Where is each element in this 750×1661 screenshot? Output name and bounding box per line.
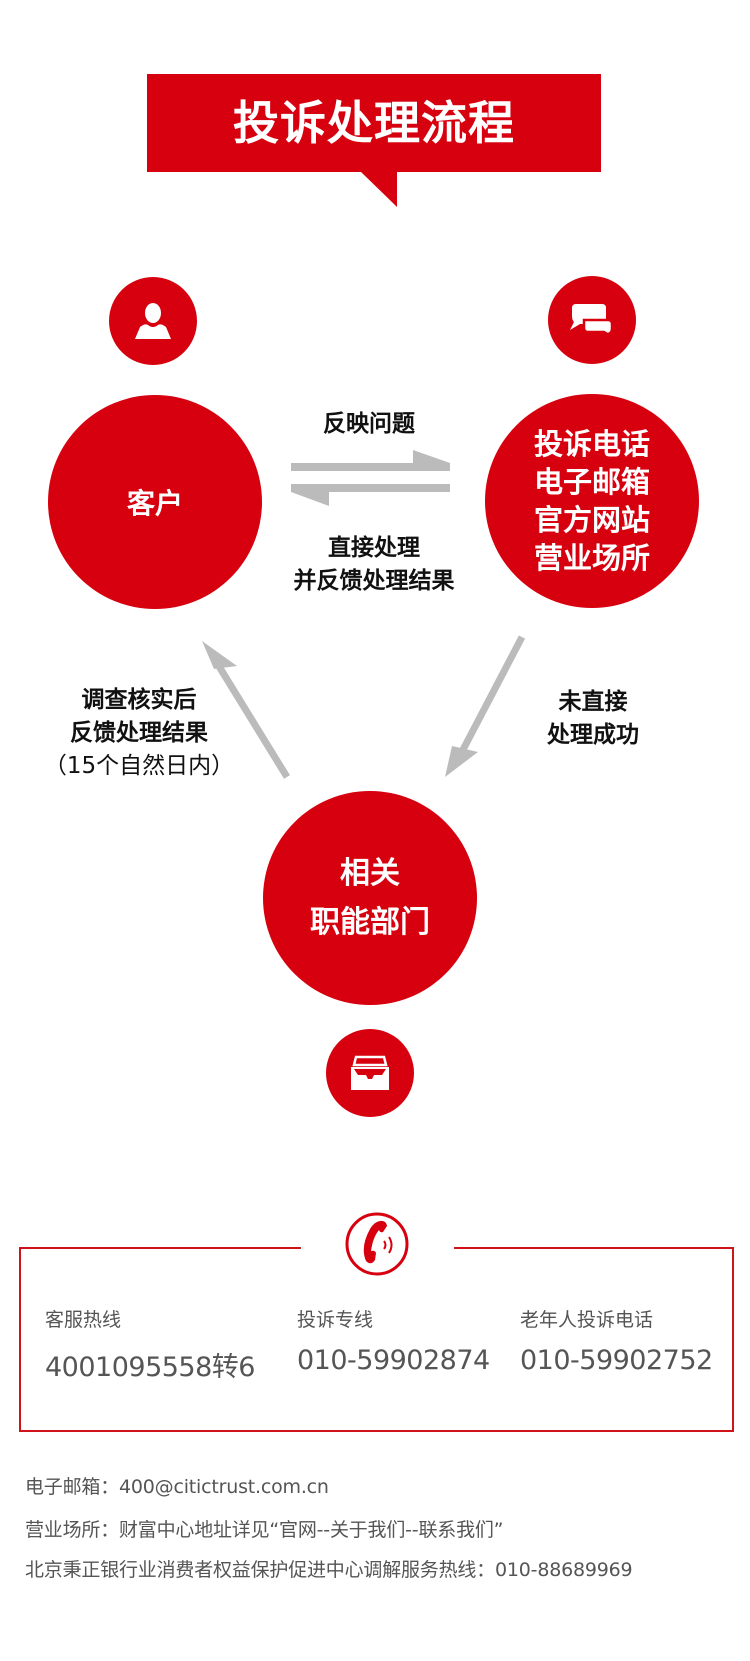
hotline-label: 投诉专线 (297, 1309, 374, 1331)
hotline-elderly: 老年人投诉电话 010-59902752 (520, 1305, 713, 1376)
hotline-number[interactable]: 010-59902874 (297, 1345, 490, 1376)
hotline-number[interactable]: 010-59902752 (520, 1345, 713, 1376)
channel-website: 官方网站 (533, 503, 650, 537)
channel-email: 电子邮箱 (533, 465, 650, 499)
arrow-not-handled (451, 635, 526, 767)
label-investigate: 调查核实后 反馈处理结果 （15个自然日内） (19, 684, 259, 783)
page-title: 投诉处理流程 (233, 96, 515, 150)
hotline-complaint: 投诉专线 010-59902874 (297, 1305, 490, 1376)
departments-node: 相关 职能部门 (263, 791, 477, 1005)
info-mediation-hotline: 北京秉正银行业消费者权益保护促进中心调解服务热线：010-88689969 (25, 1559, 633, 1581)
user-icon (135, 303, 171, 339)
label-investigate-line-1: 调查核实后 (81, 687, 197, 713)
label-not-handled: 未直接 处理成功 (513, 686, 673, 752)
hotline-number[interactable]: 4001095558转6 (45, 1352, 255, 1383)
arrow-feedback (291, 484, 450, 506)
channels-node: 投诉电话 电子邮箱 官方网站 营业场所 (485, 394, 699, 608)
departments-line-2: 职能部门 (310, 905, 430, 940)
chat-bubbles-icon (570, 304, 615, 340)
arrow-report (291, 450, 450, 471)
channel-phone: 投诉电话 (533, 427, 650, 461)
info-branch: 营业场所：财富中心地址详见“官网--关于我们--联系我们” (25, 1519, 504, 1541)
info-email: 电子邮箱：400@citictrust.com.cn (25, 1476, 329, 1498)
label-direct-handle-line-1: 直接处理 (328, 535, 420, 561)
hotline-customer-service: 客服热线 4001095558转6 (45, 1305, 255, 1384)
label-report: 反映问题 (323, 411, 415, 437)
label-direct-handle-line-2: 并反馈处理结果 (293, 568, 455, 594)
customer-label: 客户 (126, 487, 183, 520)
channel-branch: 营业场所 (533, 541, 650, 575)
label-not-handled-line-2: 处理成功 (547, 722, 639, 748)
label-not-handled-line-1: 未直接 (558, 689, 628, 715)
hotline-label: 客服热线 (45, 1309, 122, 1331)
tray-icon-circle (326, 1029, 414, 1117)
inbox-tray-icon (351, 1055, 389, 1090)
customer-node: 客户 (48, 395, 262, 609)
user-icon-circle (109, 277, 197, 365)
chat-icon-circle (548, 276, 636, 364)
title-banner: 投诉处理流程 (147, 74, 601, 172)
arrow-investigate-head (202, 641, 237, 669)
banner-tail (360, 171, 397, 207)
label-direct-handle: 直接处理 并反馈处理结果 (254, 532, 494, 598)
label-investigate-line-3: （15个自然日内） (43, 753, 235, 779)
label-investigate-line-2: 反馈处理结果 (70, 720, 208, 746)
arrow-not-handled-head (445, 746, 478, 777)
hotline-label: 老年人投诉电话 (520, 1309, 654, 1331)
departments-line-1: 相关 (340, 856, 400, 891)
phone-icon (345, 1212, 409, 1276)
